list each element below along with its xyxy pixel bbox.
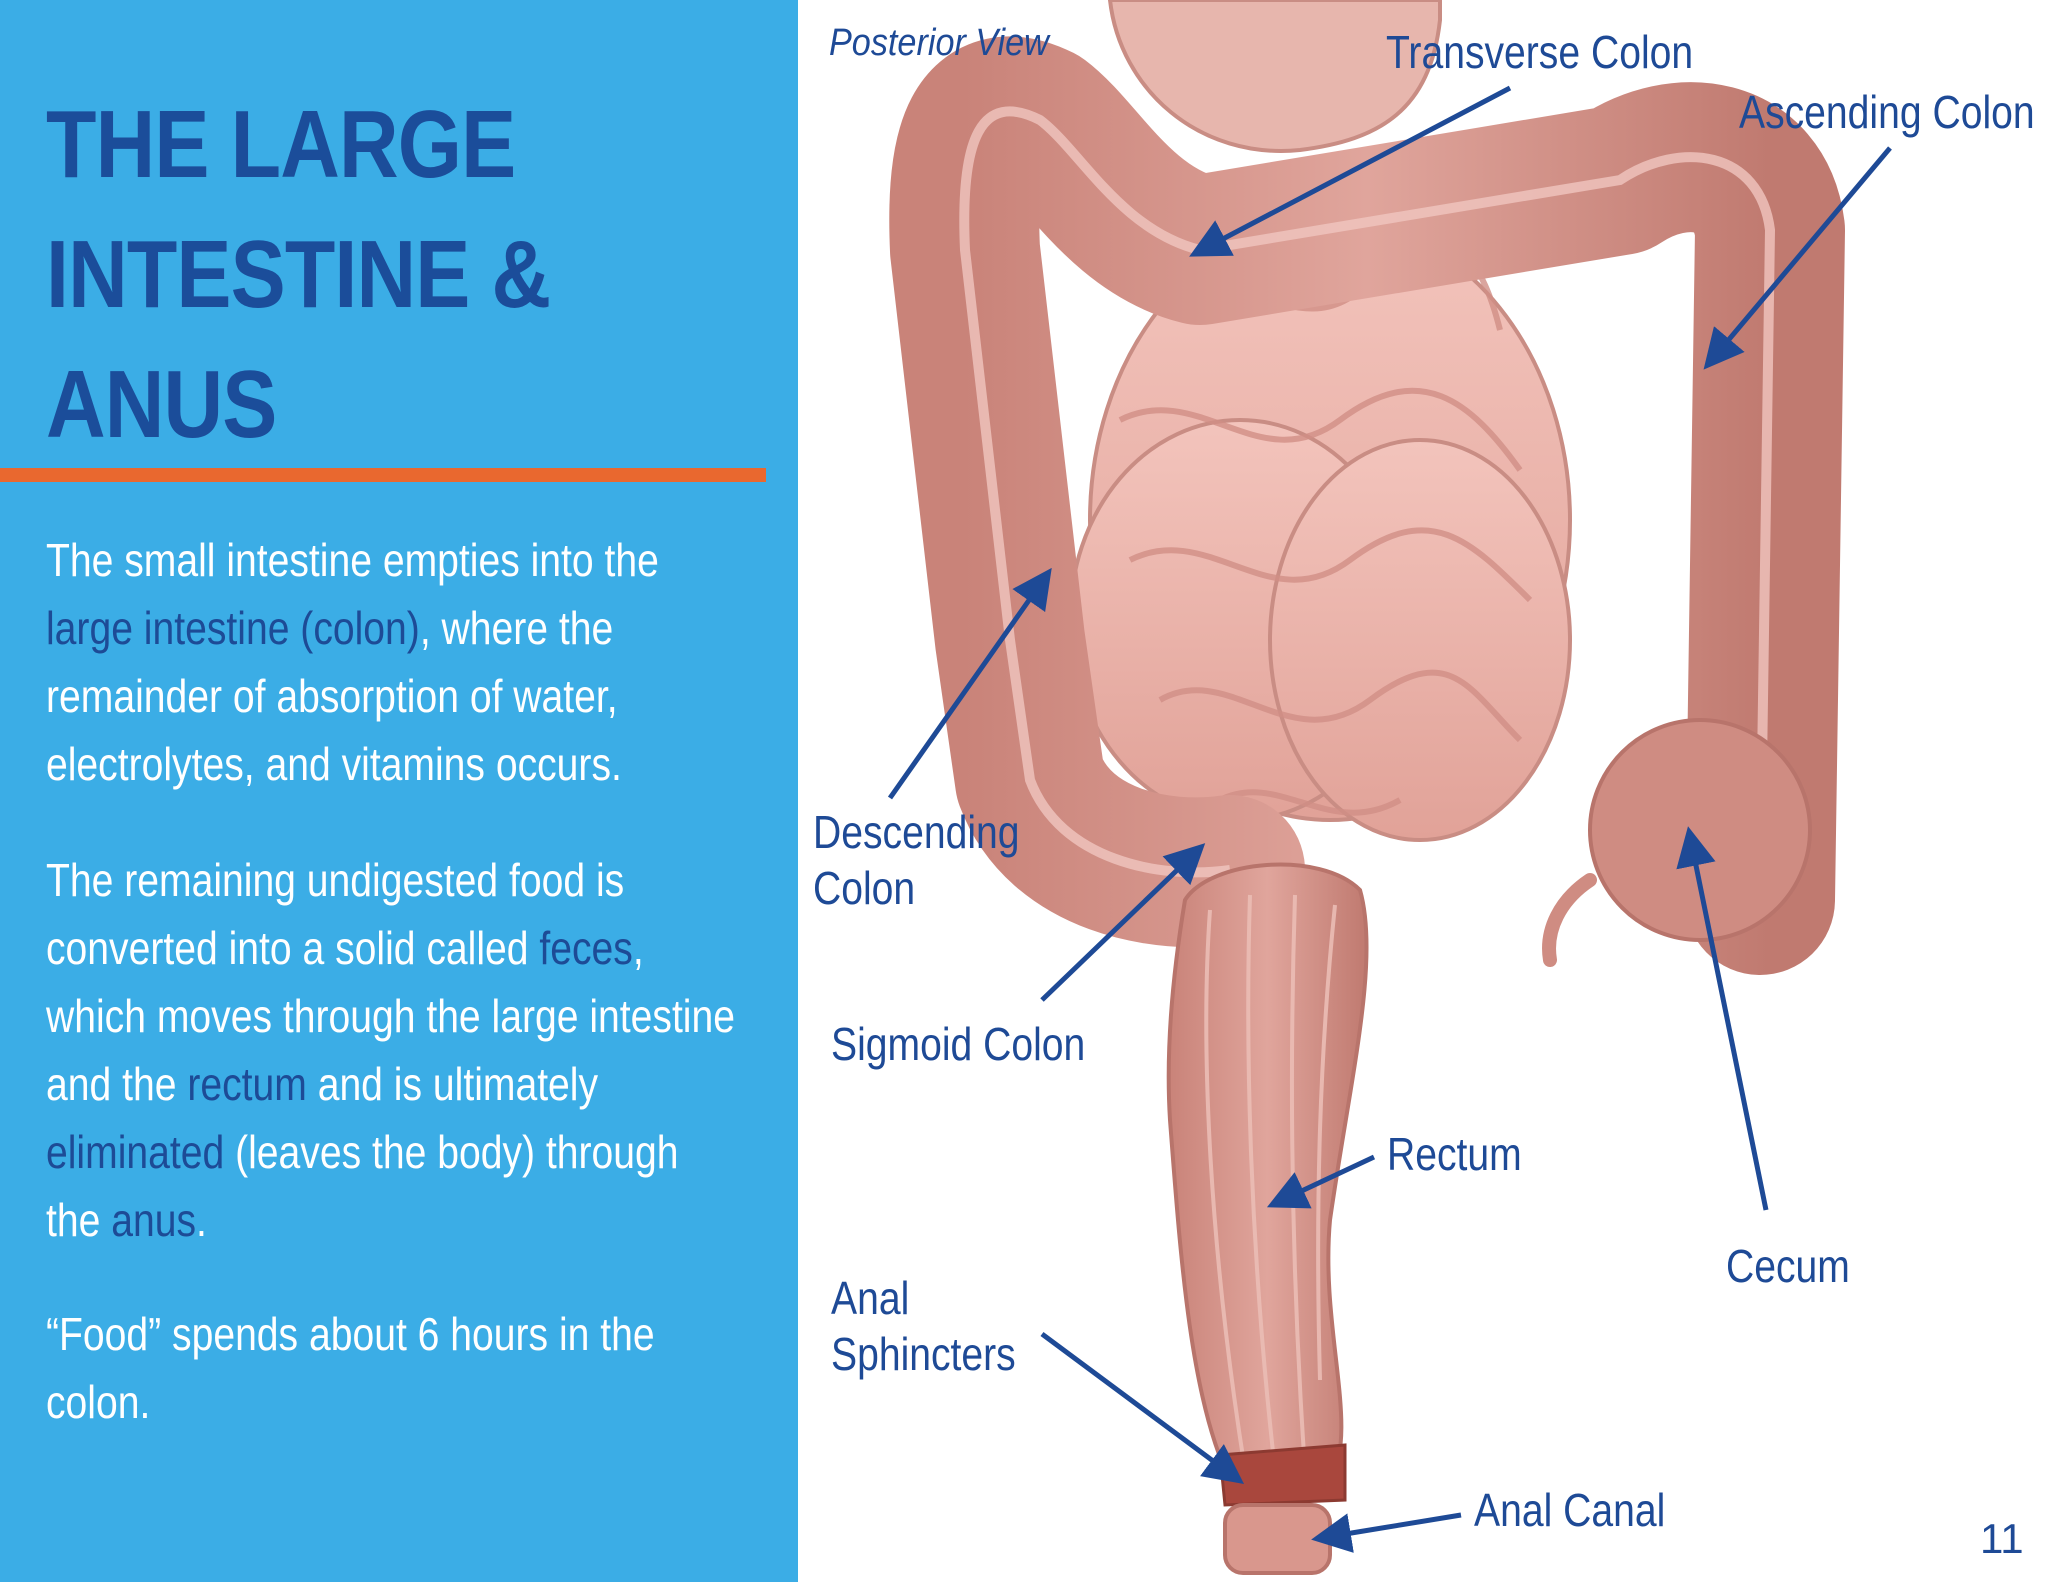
paragraph-colon: The small intestine empties into the lar… <box>46 526 743 798</box>
arrow-rectum <box>1266 1154 1376 1209</box>
label-transverse-colon: Transverse Colon <box>1386 26 1694 78</box>
cecum-shape <box>1588 718 1812 942</box>
label-descending-colon: Descending Colon <box>813 806 1020 914</box>
text: The remaining undigested food is convert… <box>46 854 625 974</box>
text-panel: THE LARGE INTESTINE & ANUS The small int… <box>0 0 798 1582</box>
arrow-ascending <box>1703 146 1892 370</box>
label-cecum: Cecum <box>1726 1240 1850 1292</box>
highlight-term: eliminated <box>46 1126 225 1178</box>
title-line: THE LARGE <box>46 91 516 198</box>
text: and is ultimately <box>306 1058 599 1110</box>
paragraph-time: “Food” spends about 6 hours in the colon… <box>46 1308 655 1428</box>
appendix-shape <box>1542 873 1597 967</box>
view-label: Posterior View <box>829 22 1049 64</box>
arrow-descending <box>887 567 1052 800</box>
label-rectum: Rectum <box>1387 1128 1522 1180</box>
arrow-transverse <box>1189 85 1512 257</box>
text: , where the remainder of absorption of w… <box>46 602 622 790</box>
text: The small intestine empties into the <box>46 534 659 586</box>
anal-sphincter-band <box>1218 1443 1347 1507</box>
rectum-striations <box>1204 894 1337 1471</box>
leader-arrows <box>887 85 1892 1553</box>
large-intestine-illustration <box>887 0 1892 1575</box>
page-number: 11 <box>1980 1515 2024 1562</box>
text: , which moves through the large intestin… <box>46 922 735 1110</box>
text: . <box>196 1194 207 1246</box>
text: (leaves the body) through the <box>46 1126 679 1246</box>
arrow-sigmoid <box>1040 843 1206 1002</box>
arrow-anal-sphincters <box>1040 1331 1245 1484</box>
highlight-term: large intestine (colon) <box>46 602 420 654</box>
highlight-term: feces <box>539 922 633 974</box>
arrow-cecum <box>1676 826 1769 1211</box>
label-sigmoid-colon: Sigmoid Colon <box>831 1018 1086 1070</box>
paragraph-feces: The remaining undigested food is convert… <box>46 846 743 1254</box>
title-line: INTESTINE & <box>46 221 551 328</box>
divider <box>0 468 766 482</box>
label-anal-canal: Anal Canal <box>1474 1484 1666 1536</box>
title-line: ANUS <box>46 351 277 458</box>
highlight-term: rectum <box>187 1058 307 1110</box>
label-ascending-colon: Ascending Colon <box>1739 86 2035 138</box>
arrow-anal-canal <box>1311 1512 1462 1553</box>
page-title: THE LARGE INTESTINE & ANUS <box>46 80 551 470</box>
stomach-shape <box>1107 0 1442 153</box>
anal-canal-shape <box>1223 1503 1332 1575</box>
highlight-term: anus <box>111 1194 197 1246</box>
label-anal-sphincters: Anal Sphincters <box>831 1272 1016 1380</box>
